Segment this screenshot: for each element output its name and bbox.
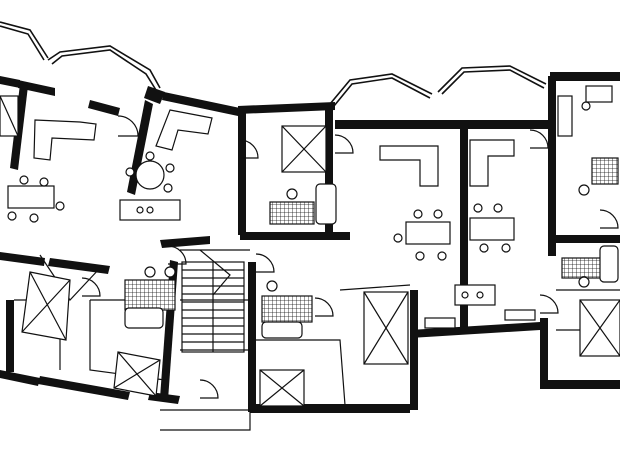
door-swing-icon xyxy=(314,297,334,317)
door-swing-icon xyxy=(255,253,275,273)
door-swing-icon xyxy=(167,245,187,265)
door-swings xyxy=(81,115,619,399)
bathrooms xyxy=(124,157,619,339)
sofa-icon xyxy=(33,119,97,161)
door-swing-icon xyxy=(599,209,619,229)
door-swing-icon xyxy=(539,294,559,314)
door-swing-icon xyxy=(239,139,259,159)
bath-floor-center xyxy=(269,201,315,225)
toilet-icon xyxy=(266,280,278,292)
bay-windows xyxy=(0,21,547,107)
bath-floor-lower xyxy=(261,295,313,323)
toilet-icon xyxy=(578,276,590,288)
stove-icon xyxy=(136,206,144,214)
stairwell xyxy=(181,249,245,353)
bedrooms xyxy=(0,95,620,407)
partitions xyxy=(14,249,620,431)
door-swing-icon xyxy=(334,134,354,154)
walls xyxy=(0,72,620,413)
stove-icon xyxy=(461,291,469,299)
bathtub-icon xyxy=(261,321,303,339)
bay-window-center xyxy=(329,73,433,105)
toilet-icon xyxy=(144,266,156,278)
sofa-icon xyxy=(379,145,439,187)
bay-window-left-center xyxy=(47,45,161,89)
toilet-icon xyxy=(578,184,590,196)
table-icon xyxy=(405,221,451,245)
sink-icon xyxy=(164,266,176,278)
door-swing-icon xyxy=(199,379,219,399)
door-swing-icon xyxy=(529,129,549,149)
bath-floor-right xyxy=(591,157,619,185)
sofa-icon xyxy=(155,109,213,151)
kitchens xyxy=(119,95,573,329)
kitchen-counter-center xyxy=(454,284,496,306)
kitchen-counter-right xyxy=(557,95,573,137)
toilet-icon xyxy=(286,188,298,200)
sofa-icon xyxy=(469,139,515,187)
bay-window-left xyxy=(0,21,49,59)
bathtub-icon xyxy=(599,245,619,283)
bath-floor-left xyxy=(124,279,176,311)
table-icon xyxy=(469,217,515,241)
bathtub-icon xyxy=(124,307,164,329)
round-table-icon xyxy=(135,160,165,190)
table-icon xyxy=(7,185,55,209)
table-icon xyxy=(585,85,613,103)
bath-floor-far-right xyxy=(561,257,603,279)
door-swing-icon xyxy=(117,115,139,137)
bay-window-right xyxy=(437,65,547,93)
living-furniture xyxy=(7,85,613,261)
bathtub-icon xyxy=(315,183,337,225)
door-swing-icon xyxy=(81,277,101,297)
